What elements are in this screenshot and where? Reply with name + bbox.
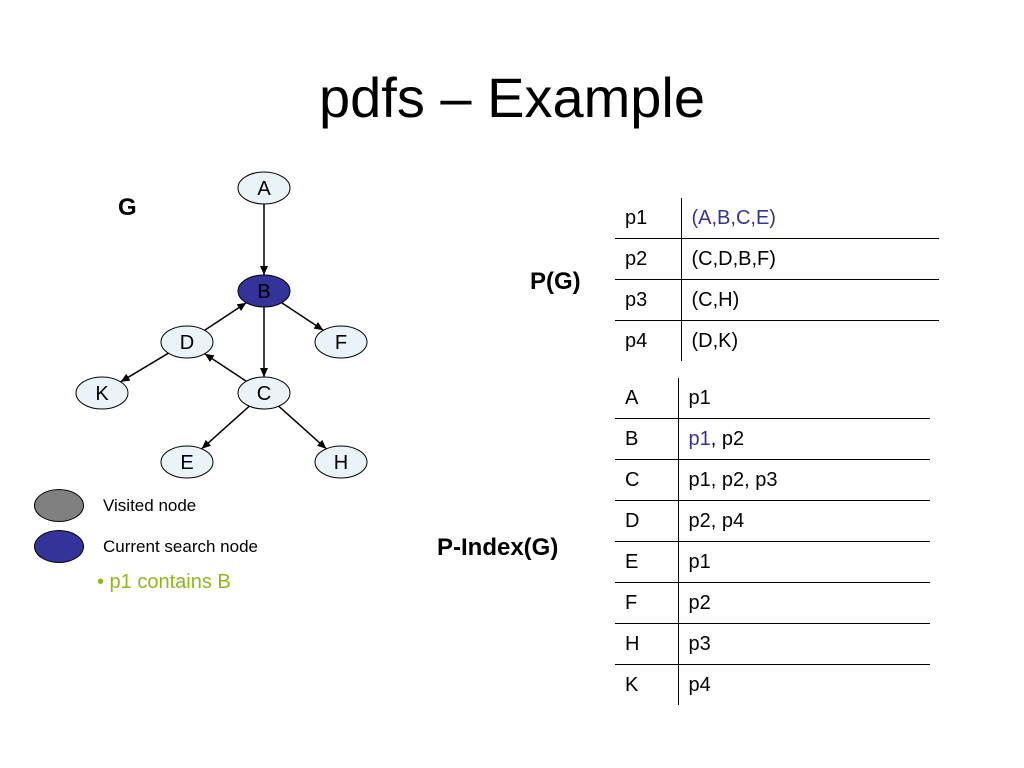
node-H-label: H (334, 452, 348, 474)
pindex-paths: p4 (678, 665, 930, 706)
pindex-node: H (615, 623, 679, 665)
current-node-swatch (34, 530, 84, 563)
pindex-paths: p1, p2, p3 (678, 460, 930, 501)
node-A: A (237, 171, 291, 205)
pindex-node: E (615, 541, 679, 583)
pg-path-id: p1 (615, 198, 682, 239)
pindex-node: A (615, 378, 679, 419)
pg-table-row: p1 (A,B,C,E) (615, 198, 939, 239)
edge-B-F (281, 302, 324, 331)
pindex-node: B (615, 418, 679, 460)
graph-label: G (118, 194, 137, 221)
edge-D-B (204, 302, 247, 331)
slide-title: pdfs – Example (319, 66, 705, 129)
pindex-node: D (615, 500, 679, 542)
edge-C-H (278, 405, 327, 450)
pindex-paths-text: p1, p2, p3 (688, 468, 778, 491)
node-E-shape (160, 445, 214, 479)
visited-node-label: Visited node (103, 496, 197, 515)
pindex-paths: p1, p2 (678, 419, 930, 460)
node-F-label: F (335, 332, 347, 354)
current-node-label: Current search node (103, 537, 258, 556)
node-C-label: C (257, 383, 271, 405)
node-D-label: D (180, 332, 194, 354)
pindex-paths-text: p3 (688, 632, 711, 655)
pindex-paths-text: , p2 (710, 427, 745, 450)
node-A-label: A (257, 178, 271, 200)
pg-table: p1 (A,B,C,E) p2 (C,D,B,F) p3 (C,H) p4 (D,K) (615, 198, 939, 361)
edge-C-E (201, 405, 250, 450)
node-B: B (237, 274, 291, 308)
node-K: K (75, 376, 129, 410)
node-C: C (237, 376, 291, 410)
pg-table-row: p2 (C,D,B,F) (615, 238, 939, 280)
pg-path-nodes: (A,B,C,E) (691, 206, 776, 229)
pg-table-label: P(G) (530, 268, 581, 295)
pg-path-id: p3 (615, 279, 682, 321)
node-B-label: B (257, 281, 270, 303)
pindex-paths-highlight: p1 (688, 427, 711, 450)
node-C-shape (237, 376, 291, 410)
node-B-shape (237, 274, 291, 308)
pindex-paths: p1 (678, 542, 930, 583)
edge-D-K (120, 352, 169, 383)
pindex-paths-text: p4 (688, 673, 711, 696)
pg-table-row: p4 (D,K) (615, 320, 939, 361)
node-D: D (160, 325, 214, 359)
pindex-paths: p3 (678, 624, 930, 665)
pg-path-nodes: (D,K) (691, 329, 739, 352)
node-F-shape (314, 325, 368, 359)
node-F: F (314, 325, 368, 359)
node-E: E (160, 445, 214, 479)
node-K-shape (75, 376, 129, 410)
note-text: • p1 contains B (97, 571, 231, 593)
node-K-label: K (95, 383, 109, 405)
pg-path-id: p2 (615, 238, 682, 280)
pindex-paths-text: p1 (688, 386, 711, 409)
node-H: H (314, 445, 368, 479)
pg-path-nodes: (C,H) (691, 288, 740, 311)
pg-path-id: p4 (615, 320, 682, 361)
pindex-paths: p1 (678, 378, 930, 419)
pindex-paths-text: p2, p4 (688, 509, 745, 532)
pindex-paths: p2 (678, 583, 930, 624)
node-E-label: E (180, 452, 193, 474)
pindex-table-label: P-Index(G) (437, 534, 559, 561)
edge-C-D (204, 353, 247, 382)
pindex-node: C (615, 459, 679, 501)
node-A-shape (237, 171, 291, 205)
pindex-paths-text: p1 (688, 550, 711, 573)
pindex-paths-text: p2 (688, 591, 711, 614)
pindex-node: F (615, 582, 679, 624)
visited-node-swatch (34, 489, 84, 522)
node-H-shape (314, 445, 368, 479)
pindex-paths: p2, p4 (678, 501, 930, 542)
pindex-node: K (615, 664, 679, 705)
pg-table-row: p3 (C,H) (615, 279, 939, 321)
node-D-shape (160, 325, 214, 359)
pg-path-nodes: (C,D,B,F) (691, 247, 776, 270)
